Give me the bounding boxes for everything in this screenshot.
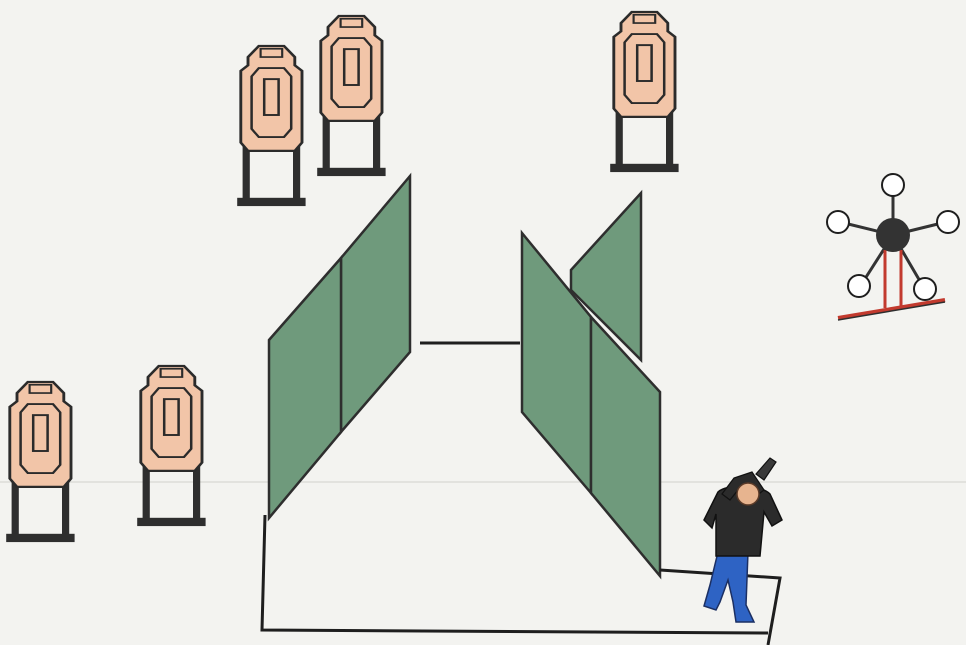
left-wall [267,172,412,522]
shooter-icon [703,457,783,623]
plate-rack-icon [826,173,960,321]
target-bottom-left [135,364,208,528]
right-wall [520,189,662,580]
target-top-center-left [315,14,388,178]
shooting-area-boundary [260,514,782,645]
target-bottom-far-left [4,380,77,544]
target-top-right [608,10,681,174]
target-top-left [235,44,308,208]
